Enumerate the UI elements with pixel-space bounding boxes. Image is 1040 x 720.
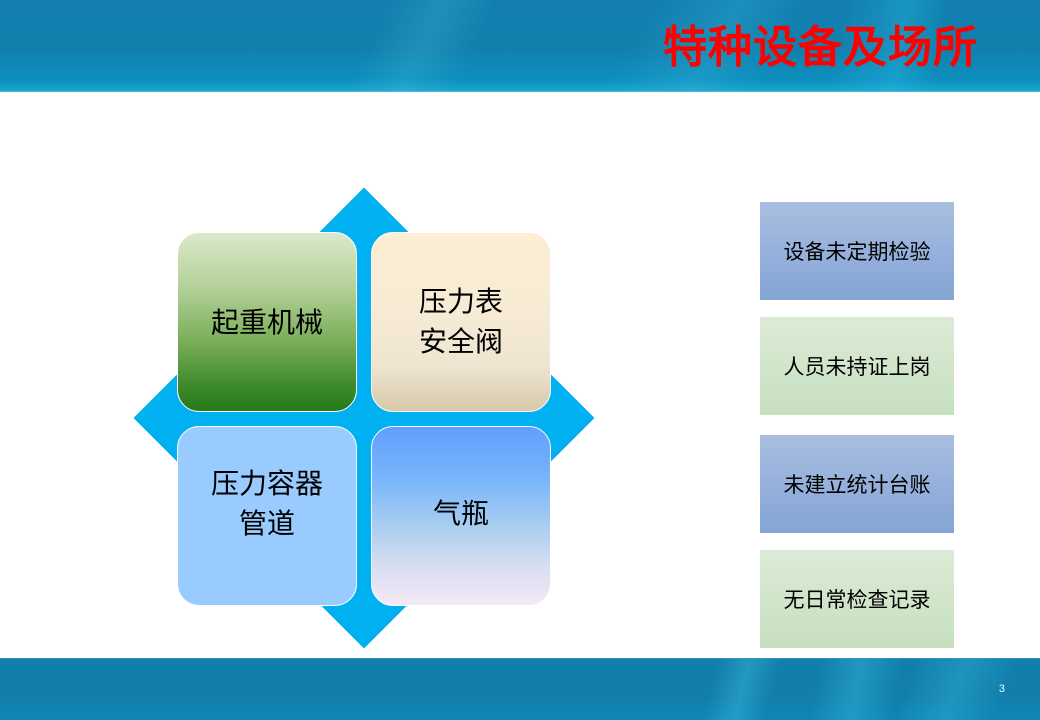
slide-title: 特种设备及场所: [663, 22, 978, 73]
quadrant-pressure-vessel-pipeline: 压力容器 管道: [177, 426, 357, 606]
issue-label: 人员未持证上岗: [783, 355, 931, 379]
quadrant-label-line1: 压力表: [418, 285, 503, 318]
quadrant-gas-cylinder: 气瓶: [371, 426, 551, 606]
issue-box-no-periodic-inspection: 设备未定期检验: [760, 202, 954, 300]
quadrant-label: 起重机械: [210, 306, 323, 339]
quadrant-label-line1: 压力容器: [210, 467, 323, 500]
issue-box-no-daily-inspection-record: 无日常检查记录: [760, 550, 954, 648]
issue-label: 未建立统计台账: [783, 473, 931, 497]
footer-band: 3: [0, 658, 1040, 720]
issue-label: 无日常检查记录: [783, 588, 931, 612]
quadrant-label: 气瓶: [432, 497, 489, 530]
quadrant-pressure-gauge-safety-valve: 压力表 安全阀: [371, 232, 551, 412]
issue-label: 设备未定期检验: [783, 240, 931, 264]
issue-box-uncertified-staff: 人员未持证上岗: [760, 317, 954, 415]
issue-box-no-ledger: 未建立统计台账: [760, 435, 954, 533]
page-number: 3: [998, 683, 1005, 695]
quadrant-label-line2: 安全阀: [418, 325, 503, 358]
header-band: 特种设备及场所: [0, 0, 1040, 92]
quadrant-lifting-machinery: 起重机械: [177, 232, 357, 412]
quadrant-label-line2: 管道: [238, 507, 295, 540]
